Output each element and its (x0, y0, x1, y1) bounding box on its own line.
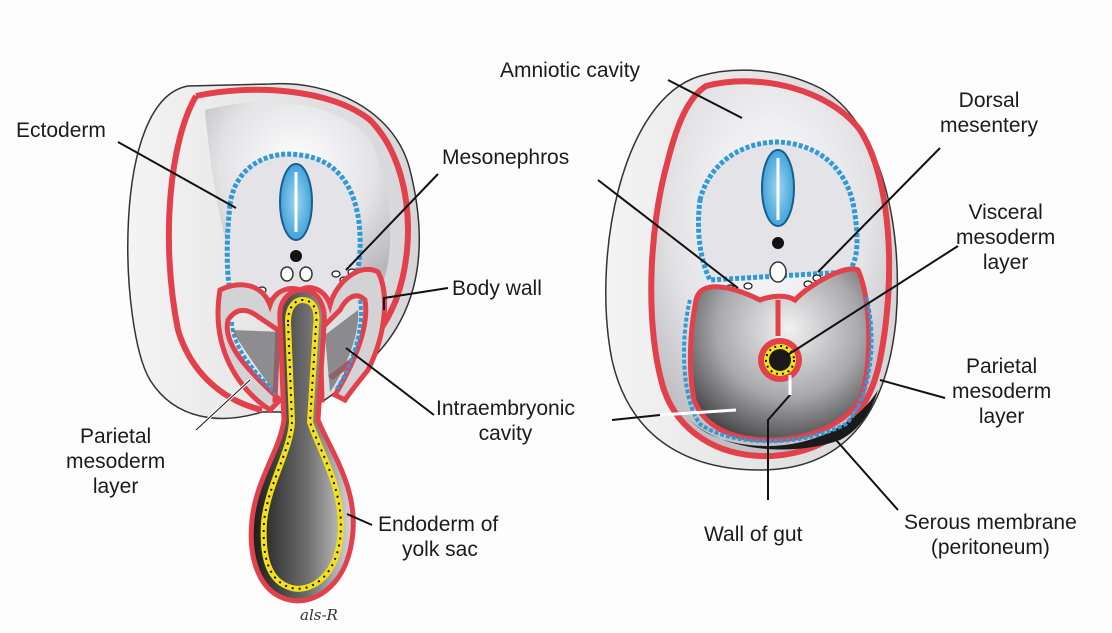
label-parietal-right-line1: Parietal (952, 354, 1051, 379)
label-endoderm-line2: yolk sac (378, 537, 498, 562)
label-visceral-line3: layer (956, 250, 1055, 275)
label-mesonephros: Mesonephros (442, 145, 569, 170)
label-dorsal-line1: Dorsal (940, 88, 1038, 113)
artist-signature: als-R (300, 606, 338, 624)
left-aorta-left (281, 267, 293, 281)
right-aorta (770, 262, 786, 282)
label-dorsal-line2: mesentery (940, 113, 1038, 138)
label-parietal-left-line2: mesoderm (66, 449, 165, 474)
label-ectoderm: Ectoderm (16, 118, 106, 143)
label-parietal-left: Parietal mesoderm layer (66, 424, 165, 499)
label-endoderm-line1: Endoderm of (378, 512, 498, 537)
right-notochord (772, 237, 784, 249)
label-parietal-left-line3: layer (66, 474, 165, 499)
label-parietal-left-line1: Parietal (66, 424, 165, 449)
label-serous-line2: (peritoneum) (904, 535, 1077, 560)
label-parietal-right-line2: mesoderm (952, 379, 1051, 404)
label-dorsal: Dorsal mesentery (940, 88, 1038, 138)
label-intraembryonic-line1: Intraembryonic (436, 396, 575, 421)
label-intraembryonic: Intraembryonic cavity (436, 396, 575, 446)
label-wall-of-gut: Wall of gut (704, 522, 802, 547)
right-gut-lumen (769, 349, 791, 371)
label-body-wall: Body wall (452, 276, 542, 301)
label-visceral: Visceral mesoderm layer (956, 200, 1055, 275)
label-parietal-right-line3: layer (952, 404, 1051, 429)
right-embryo (598, 70, 958, 510)
label-serous-line1: Serous membrane (904, 510, 1077, 535)
left-notochord (290, 250, 302, 262)
label-visceral-line1: Visceral (956, 200, 1055, 225)
label-endoderm: Endoderm of yolk sac (378, 512, 498, 562)
left-aorta-right (300, 267, 312, 281)
label-visceral-line2: mesoderm (956, 225, 1055, 250)
label-serous: Serous membrane (peritoneum) (904, 510, 1077, 560)
label-parietal-right: Parietal mesoderm layer (952, 354, 1051, 429)
label-amniotic: Amniotic cavity (500, 58, 640, 83)
label-intraembryonic-line2: cavity (436, 421, 575, 446)
